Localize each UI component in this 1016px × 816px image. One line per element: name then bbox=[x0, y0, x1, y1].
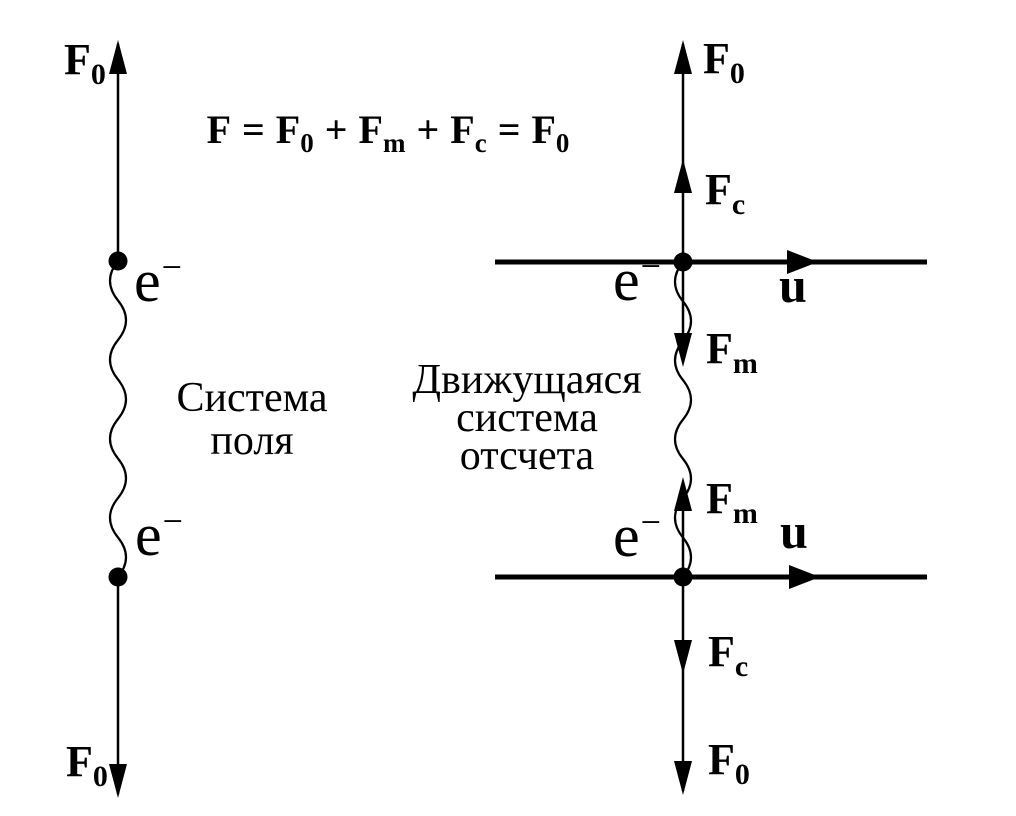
equation-token: = bbox=[497, 107, 521, 152]
electron-dot-right-upper bbox=[673, 252, 693, 272]
caption-field-system: Система поля bbox=[176, 377, 327, 463]
arrowhead-fm-up-right bbox=[674, 477, 692, 511]
interaction-wavy-line-right bbox=[673, 261, 693, 578]
electron-dot-left-upper bbox=[108, 251, 128, 271]
arrowhead-f0-down-left bbox=[109, 764, 127, 798]
equation-token: + bbox=[416, 107, 440, 152]
caption-line: Система bbox=[176, 375, 328, 421]
equation-token: F0 bbox=[275, 107, 314, 158]
caption-moving-frame: Движущаяся система отсчета bbox=[412, 357, 642, 479]
equation-token: Fc bbox=[450, 107, 487, 158]
equation-token: F bbox=[206, 107, 232, 152]
electron-label-left-upper: e− bbox=[134, 247, 182, 314]
arrowhead-u-lower bbox=[789, 565, 820, 589]
equation-token: = bbox=[242, 107, 265, 152]
force-label-fc-right-upper: Fc bbox=[705, 165, 746, 221]
force-equation: F=F0+Fm+Fc=F0 bbox=[206, 107, 570, 158]
force-label-f0-left-top: F0 bbox=[64, 35, 106, 91]
arrowhead-f0-up-left bbox=[109, 40, 127, 74]
electron-label-right-lower: e− bbox=[613, 502, 661, 569]
velocity-label-upper: u bbox=[779, 257, 807, 313]
force-label-fc-right-lower: Fc bbox=[708, 627, 749, 683]
arrowhead-f0-up-right bbox=[674, 40, 692, 74]
equation-token: Fm bbox=[358, 107, 406, 158]
electron-label-left-lower: e− bbox=[135, 501, 183, 568]
equation-token: F0 bbox=[531, 107, 570, 158]
interaction-wavy-line-left bbox=[108, 260, 128, 578]
arrowhead-fc-down-right bbox=[674, 640, 692, 674]
electron-dot-right-lower bbox=[673, 567, 693, 587]
arrowhead-fc-up-right bbox=[674, 159, 692, 193]
electron-label-right-upper: e− bbox=[613, 246, 661, 313]
force-label-f0-right-bottom: F0 bbox=[708, 735, 750, 791]
electron-dot-left-lower bbox=[108, 567, 128, 587]
force-label-f0-right-top: F0 bbox=[703, 34, 745, 90]
force-label-fm-right-upper: Fm bbox=[706, 324, 758, 380]
arrowhead-f0-down-right bbox=[674, 761, 692, 795]
arrowhead-u-upper bbox=[787, 250, 818, 274]
force-label-fm-right-lower: Fm bbox=[706, 474, 758, 530]
caption-line: отсчета bbox=[459, 433, 595, 479]
force-label-f0-left-bottom: F0 bbox=[66, 737, 108, 793]
arrowhead-fm-down-right bbox=[674, 333, 692, 367]
equation-token: + bbox=[324, 107, 348, 152]
velocity-label-lower: u bbox=[780, 503, 808, 559]
caption-line: система bbox=[456, 395, 598, 441]
caption-line: Движущаяся bbox=[412, 357, 642, 403]
caption-line: поля bbox=[210, 418, 294, 464]
